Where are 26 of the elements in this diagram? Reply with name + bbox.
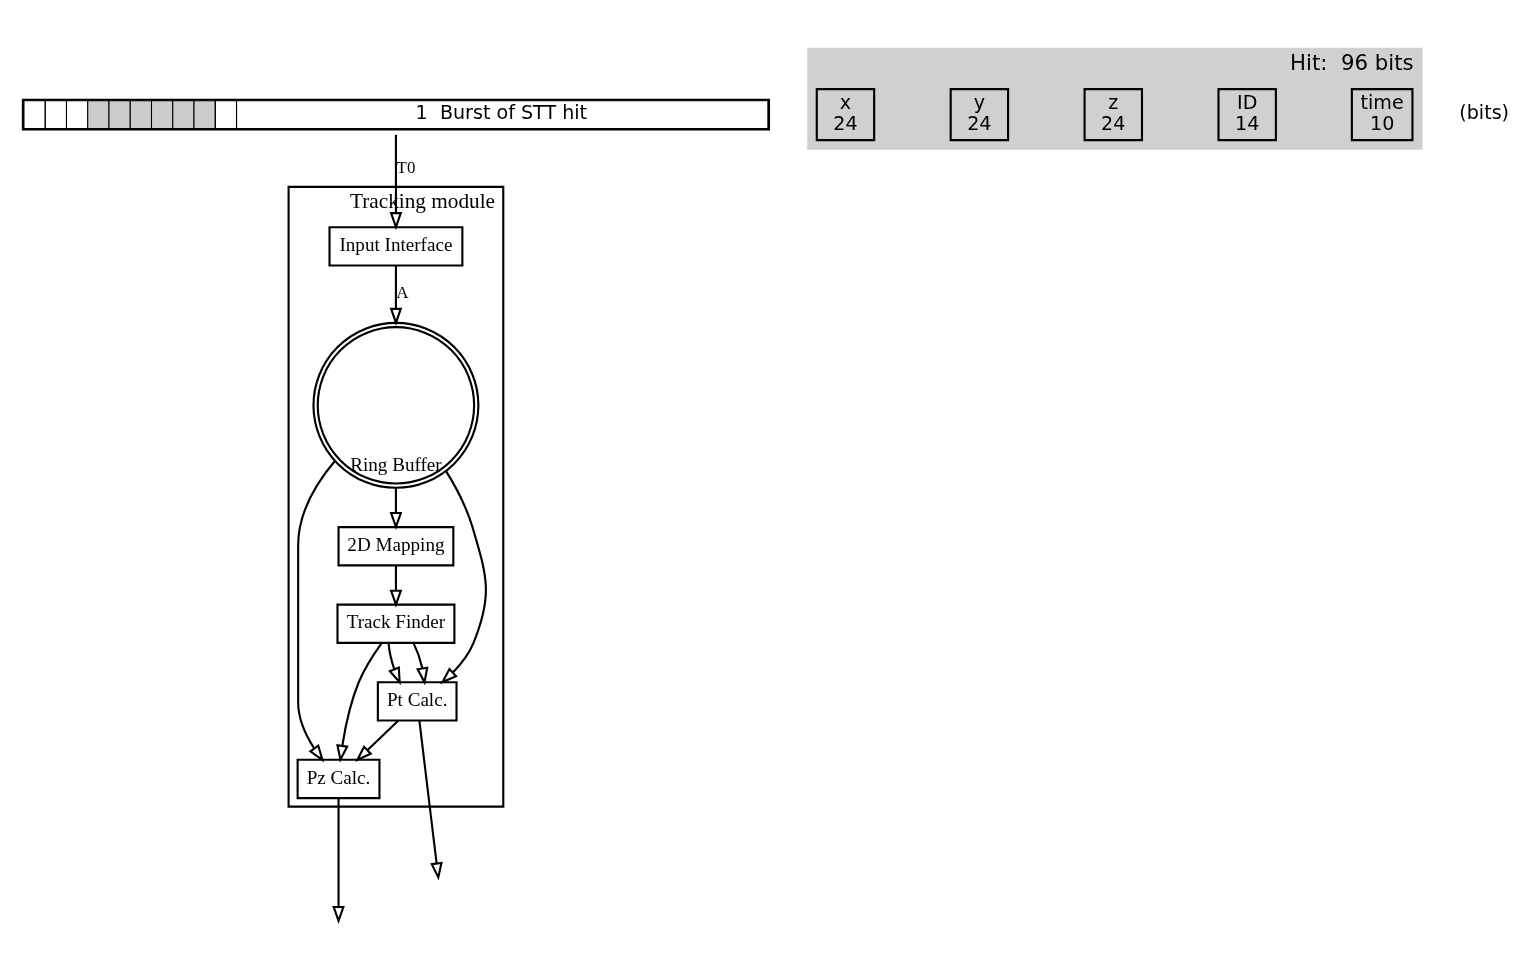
arrow bbox=[389, 265, 402, 326]
edge-label: T0 bbox=[396, 157, 415, 177]
node-box: ID 14 bbox=[1216, 88, 1277, 142]
arrow bbox=[387, 643, 401, 686]
node-box: y 24 bbox=[949, 88, 1009, 142]
node-box: Pt Calc. bbox=[376, 681, 458, 722]
arrow bbox=[389, 134, 402, 231]
arrow bbox=[417, 720, 443, 881]
node-box: x 24 bbox=[815, 88, 875, 142]
node-circle: Ring Buffer bbox=[311, 321, 479, 489]
node-box: Track Finder bbox=[335, 603, 455, 644]
arrow bbox=[389, 565, 402, 608]
node-box: z 24 bbox=[1083, 88, 1143, 142]
arrow bbox=[331, 798, 345, 925]
node-box: Input Interface bbox=[327, 226, 463, 267]
arrow bbox=[296, 460, 336, 763]
label: (bits) bbox=[1458, 101, 1509, 125]
arrow bbox=[439, 470, 487, 685]
node-box: 2D Mapping bbox=[336, 526, 454, 567]
node-box: Pz Calc. bbox=[296, 758, 381, 800]
arrow bbox=[389, 487, 402, 531]
arrow bbox=[412, 642, 428, 686]
arrow bbox=[335, 642, 383, 763]
edge-label: A bbox=[395, 283, 408, 303]
node-box: time 10 bbox=[1350, 88, 1413, 142]
arrow bbox=[354, 719, 399, 762]
